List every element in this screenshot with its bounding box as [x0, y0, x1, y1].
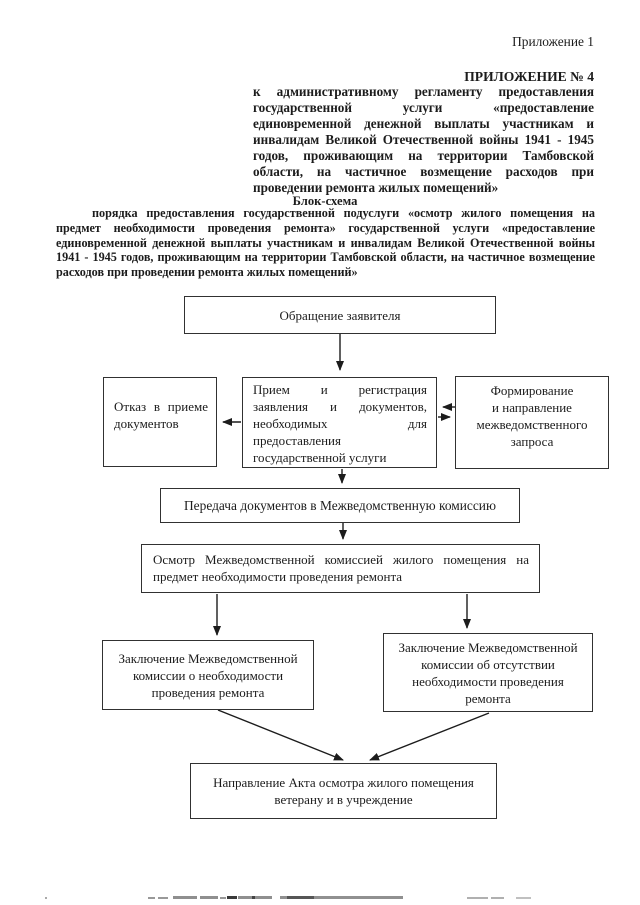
- flow-node-act: Направление Акта осмотра жилого помещени…: [190, 763, 497, 819]
- scan-dash: [252, 896, 255, 899]
- paragraph-line: годов, проживающим на территории Тамбовс…: [253, 148, 594, 163]
- scan-dash: [491, 897, 504, 899]
- flow-node-line: заявления и документов,: [253, 399, 427, 414]
- flow-node-line: ремонта: [465, 690, 511, 706]
- scan-dash: [158, 897, 168, 899]
- paragraph-line: инвалидам Великой Отечественной войны 19…: [253, 132, 594, 147]
- flow-node-line: Отказ в приеме: [114, 399, 208, 414]
- flow-node-line: Заключение Межведомственной: [118, 650, 298, 666]
- flow-node-line: Прием и регистрация: [253, 382, 427, 397]
- flow-node-line: Осмотр Межведомственной комиссией жилого…: [153, 552, 529, 567]
- scan-dash: [280, 896, 403, 899]
- flow-node-line: и направление: [492, 399, 572, 415]
- scan-dash: [287, 896, 314, 899]
- paragraph-line: единовременной денежной выплаты участник…: [56, 235, 595, 250]
- appendix-title: ПРИЛОЖЕНИЕ № 4: [464, 69, 594, 84]
- flow-node-conclusion-none: Заключение Межведомственной комиссии об …: [383, 633, 593, 712]
- flow-node-line: межведомственного: [476, 416, 588, 432]
- paragraph-line: проведении ремонта жилых помещений»: [253, 180, 499, 195]
- arrow-conclusion-need-to-act: [217, 709, 344, 761]
- scan-dash: [467, 897, 488, 899]
- flow-node-label: Обращение заявителя: [279, 307, 401, 323]
- flow-node-line: Заключение Межведомственной: [398, 639, 578, 655]
- scan-dash: [200, 896, 218, 899]
- paragraph-line: к административному регламенту предостав…: [253, 84, 594, 99]
- flow-node-line: Направление Акта осмотра жилого помещени…: [213, 775, 474, 790]
- flow-node-interagency: Формирование и направление межведомствен…: [455, 376, 609, 469]
- scan-dash: [227, 896, 237, 899]
- flow-node-line: документов: [114, 416, 179, 431]
- flow-node-line: предоставления: [253, 433, 341, 448]
- scan-dash: [173, 896, 197, 899]
- flow-node-line: государственной услуги: [253, 450, 387, 465]
- flow-node-line: ветерану и в учреждение: [274, 792, 413, 807]
- flow-node-request: Обращение заявителя: [184, 296, 496, 334]
- flow-node-label: Передача документов в Межведомственную к…: [184, 498, 496, 513]
- flow-node-line: необходимости проведения: [412, 673, 564, 689]
- flow-node-conclusion-need: Заключение Межведомственной комиссии о н…: [102, 640, 314, 710]
- arrow-conclusion-none-to-act: [369, 712, 490, 761]
- flow-node-transfer: Передача документов в Межведомственную к…: [160, 488, 520, 523]
- appendix-paragraph: к административному регламенту предостав…: [253, 84, 594, 196]
- paragraph-line: порядка предоставления государственной п…: [92, 206, 595, 220]
- paragraph-line: области, на частичное возмещение расходо…: [253, 164, 594, 179]
- page-label: Приложение 1: [512, 34, 594, 49]
- schema-paragraph: порядка предоставления государственной п…: [56, 206, 595, 280]
- flow-node-line: комиссии об отсутствии: [421, 656, 555, 672]
- paragraph-line: единовременной денежной выплаты участник…: [253, 116, 594, 131]
- flow-node-inspection: Осмотр Межведомственной комиссией жилого…: [141, 544, 540, 593]
- scan-dash: [238, 896, 272, 899]
- scan-dash: [148, 897, 155, 899]
- paragraph-line: предмет необходимости проведения ремонта…: [56, 220, 595, 235]
- flow-node-line: комиссии о необходимости: [132, 667, 284, 683]
- flow-node-refusal: Отказ в приеме документов: [103, 377, 217, 467]
- schema-title: Блок-схема: [292, 194, 358, 208]
- flow-node-line: Формирование: [490, 382, 574, 398]
- paragraph-line: государственной услуги «предоставление: [253, 100, 594, 115]
- scan-dash: [45, 897, 47, 899]
- scan-dash: [516, 897, 531, 899]
- flow-node-line: предмет необходимости проведения ремонта: [153, 569, 403, 584]
- paragraph-line: расходов при проведении ремонта жилых по…: [56, 265, 358, 280]
- paragraph-line: 1941 - 1945 годов, проживающим на террит…: [56, 250, 595, 265]
- flow-node-line: необходимых для: [253, 416, 427, 431]
- scan-dash: [220, 897, 226, 899]
- flow-node-line: проведения ремонта: [151, 684, 265, 700]
- flow-node-line: запроса: [510, 433, 554, 449]
- flow-node-reception: Прием и регистрация заявления и документ…: [242, 377, 437, 468]
